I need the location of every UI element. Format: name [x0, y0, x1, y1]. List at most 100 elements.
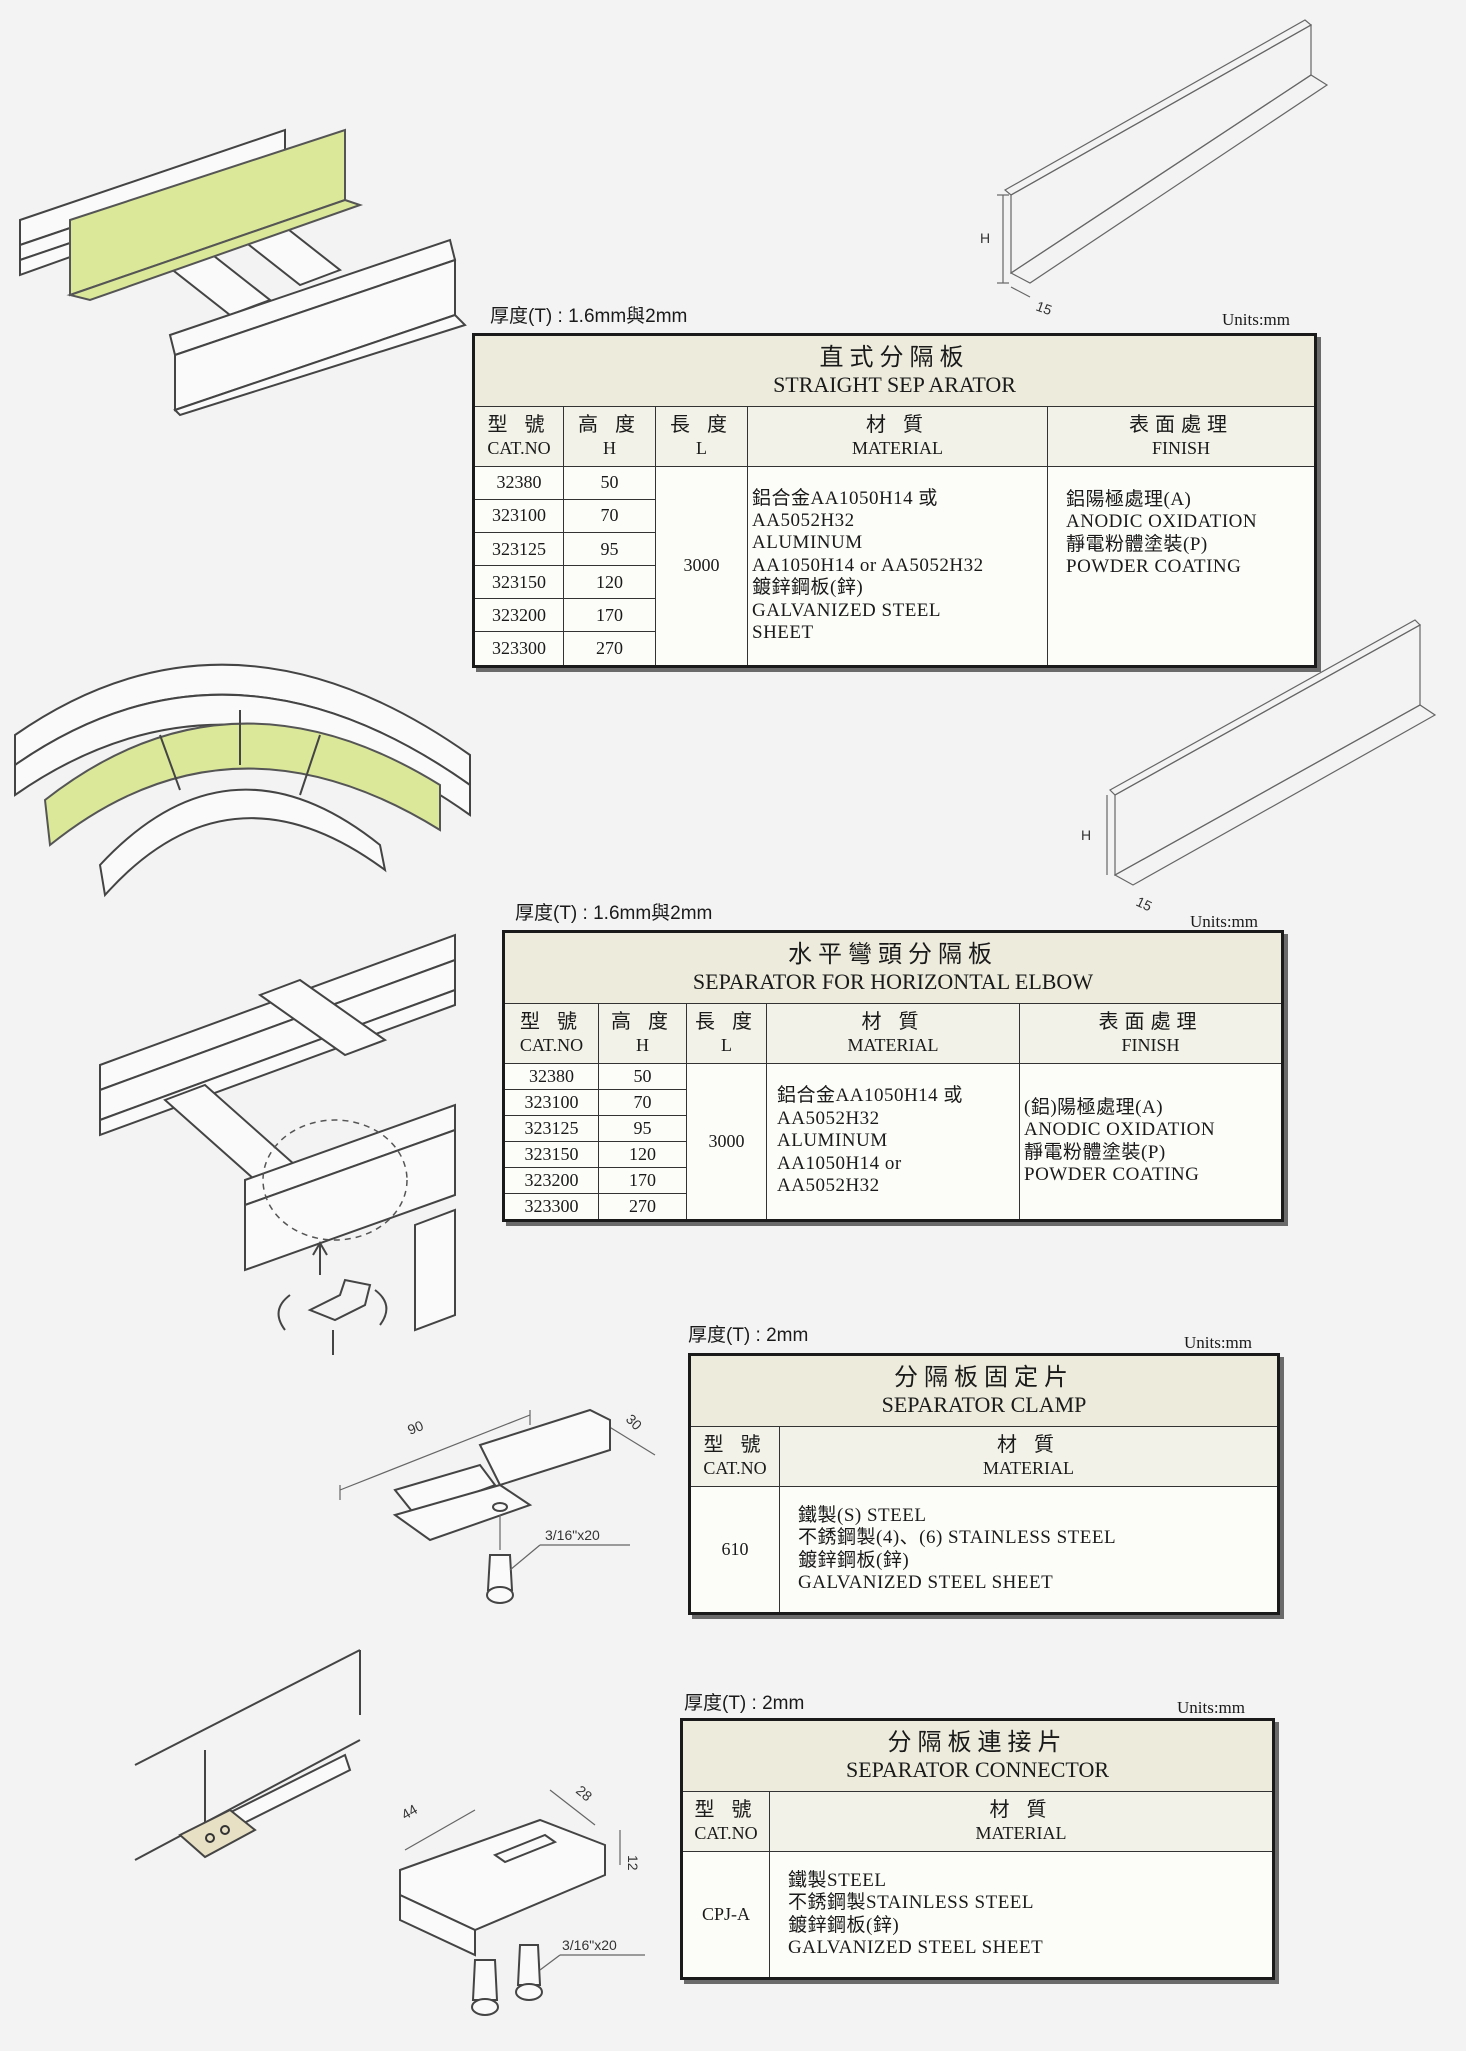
table-cell-text: 32380: [503, 1063, 599, 1090]
table-cell-text: 靜電粉體塗裝(P): [1066, 533, 1208, 555]
table-cell-text: FINISH: [1121, 1034, 1180, 1055]
elbow-separator-drawing: H 15: [1081, 619, 1437, 914]
table-cell-text: H: [636, 1034, 649, 1055]
thickness-note: 厚度(T) : 2mm: [684, 1693, 805, 1714]
dim-h-label-2: H: [1081, 827, 1091, 843]
table-cell-text: 70: [563, 499, 656, 534]
table-cell-text: 鋁合金AA1050H14 或: [777, 1085, 963, 1107]
table-cell-text: 鋁合金AA1050H14 或: [752, 487, 938, 509]
table-cell-text: 323150: [503, 1140, 599, 1168]
table-title: 直式分隔板 STRAIGHT SEP ARATOR: [473, 334, 1316, 407]
table-cell-text: MATERIAL: [847, 1034, 939, 1055]
table-cell-text: ANODIC OXIDATION: [1024, 1119, 1216, 1141]
table-cell-text: 50: [563, 465, 656, 501]
table-cell-text: 靜電粉體塗裝(P): [1024, 1141, 1166, 1163]
dim-width-label-2: 15: [1134, 893, 1155, 914]
table-cell-text: 323200: [503, 1166, 599, 1194]
table-cell-text: 型 號: [520, 1011, 583, 1034]
clamp-part-drawing: 90 30 3/16"x20: [339, 1408, 656, 1604]
units-label: Units:mm: [1184, 1333, 1253, 1352]
table-cell-text: 材 質: [861, 1011, 925, 1034]
elbow-separator-table: 水平彎頭分隔板 SEPARATOR FOR HORIZONTAL ELBOW 型…: [502, 930, 1284, 1222]
table-cell-text: 170: [563, 598, 656, 633]
table-cell-text: AA1050H14 or: [777, 1152, 902, 1174]
table-cell-text: CAT.NO: [703, 1457, 767, 1478]
table-cell-text: 50: [598, 1063, 687, 1090]
table-cell-text: AA5052H32: [752, 509, 855, 531]
table-cell-text: POWDER COATING: [1024, 1163, 1200, 1185]
table-cell-text: L: [721, 1034, 732, 1055]
table-cell-text: CAT.NO: [487, 437, 551, 458]
table-cell-text: 分隔板固定片: [894, 1364, 1074, 1391]
thickness-note: 厚度(T) : 1.6mm與2mm: [515, 903, 713, 924]
length-value: 3000: [686, 1063, 767, 1221]
clamp-length-label: 90: [405, 1417, 426, 1438]
table-cell-text: 323100: [503, 1088, 599, 1116]
table-cell-text: 高 度: [578, 414, 641, 437]
table-cell-text: 120: [598, 1140, 687, 1168]
straight-separator-drawing: H 15: [980, 19, 1329, 318]
table-cell-text: SHEET: [752, 622, 814, 644]
table-cell-text: AA5052H32: [777, 1107, 880, 1129]
table-cell-text: 323125: [503, 1114, 599, 1142]
table-cell-text: ALUMINUM: [777, 1130, 888, 1152]
table-cell-text: 鍍鋅鋼板(鋅): [798, 1549, 910, 1571]
table-cell-text: 材 質: [997, 1434, 1060, 1457]
table-cell-text: AA5052H32: [777, 1175, 880, 1197]
table-cell-text: 表面處理: [1098, 1011, 1203, 1034]
table-cell-text: 不銹鋼製(4)、(6) STAINLESS STEEL: [798, 1527, 1117, 1549]
table-cell-text: AA1050H14 or AA5052H32: [752, 554, 984, 576]
table-cell-text: 鐵製STEEL: [788, 1869, 887, 1891]
table-cell-text: SEPARATOR FOR HORIZONTAL ELBOW: [692, 969, 1094, 995]
dim-width-label: 15: [1034, 298, 1054, 318]
table-cell-text: 170: [598, 1166, 687, 1194]
table-cell-text: L: [696, 437, 707, 458]
table-cell-text: MATERIAL: [975, 1822, 1067, 1843]
connector-bolt-label: 3/16"x20: [562, 1937, 617, 1953]
table-cell-text: POWDER COATING: [1066, 556, 1242, 578]
table-cell-text: H: [603, 437, 616, 458]
table-cell-text: SEPARATOR CLAMP: [881, 1392, 1087, 1418]
connector-length-label: 44: [399, 1801, 421, 1823]
straight-tray-illustration: [19, 128, 467, 417]
table-cell-text: 不銹鋼製STAINLESS STEEL: [788, 1892, 1035, 1914]
table-cell-text: STRAIGHT SEP ARATOR: [773, 372, 1016, 398]
thickness-note: 厚度(T) : 2mm: [688, 1325, 809, 1346]
cat-value: CPJ-A: [681, 1851, 770, 1979]
table-cell-text: 270: [598, 1192, 687, 1222]
table-cell-text: 型 號: [694, 1799, 758, 1822]
units-label: Units:mm: [1190, 912, 1259, 931]
elbow-tray-illustration: [14, 663, 471, 898]
table-cell-text: 120: [563, 565, 656, 600]
table-cell-text: SEPARATOR CONNECTOR: [845, 1757, 1110, 1783]
connector-part-drawing: 44 28 12 3/16"x20: [399, 1782, 645, 2016]
table-cell-text: 鐵製(S) STEEL: [798, 1504, 927, 1526]
table-cell-text: GALVANIZED STEEL: [752, 599, 942, 621]
table-cell-text: GALVANIZED STEEL SHEET: [788, 1936, 1044, 1958]
table-title: 分隔板固定片 SEPARATOR CLAMP: [689, 1354, 1279, 1427]
table-cell-text: 95: [563, 532, 656, 567]
table-cell-text: 表面處理: [1129, 414, 1233, 437]
cat-value: 610: [689, 1486, 780, 1614]
table-cell-text: 323100: [473, 499, 564, 534]
